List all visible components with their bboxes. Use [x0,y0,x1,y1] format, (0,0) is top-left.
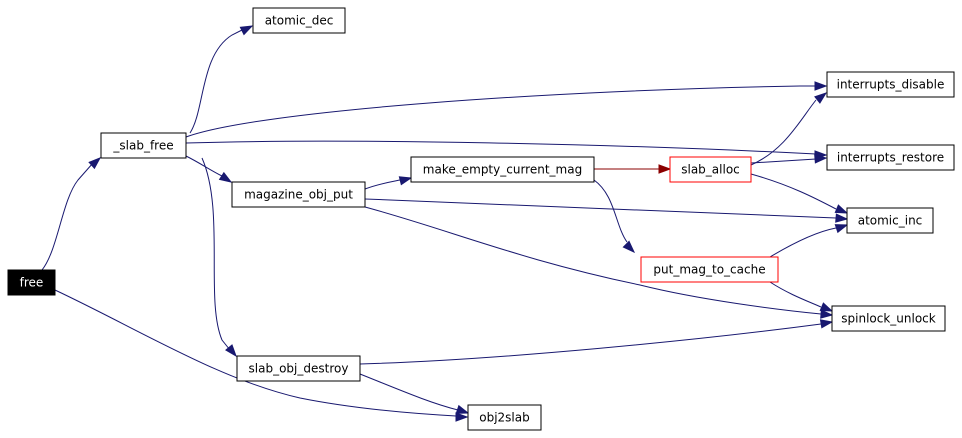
edge-slab_alloc-to-atomic_inc [750,173,849,214]
edge-slab_free-to-atomic_dec [189,25,254,134]
edge-slab_free-to-slab_obj_destroy [201,157,237,358]
node-box[interactable] [252,7,346,34]
node-box[interactable] [236,355,361,382]
edge-line [189,29,243,134]
node-label: obj2slab [479,411,529,425]
node-box[interactable] [831,305,946,332]
node-label: put_mag_to_cache [653,263,765,277]
edge-arrowhead [398,176,413,186]
node-label: atomic_inc [858,214,923,228]
edge-make_empty_current_mag-to-slab_alloc [594,164,672,174]
edge-arrowhead [455,404,470,414]
edge-slab_obj_destroy-to-obj2slab [359,373,470,414]
node-slab-alloc[interactable]: slab_alloc [669,156,752,183]
edge-line [769,281,822,308]
node-box[interactable] [7,269,56,296]
edge-arrowhead [218,171,233,183]
edge-make_empty_current_mag-to-put_mag_to_cache [593,179,636,254]
edge-line [750,173,837,210]
node-box[interactable] [826,144,955,171]
edge-line [185,85,816,138]
node-slab-obj-destroy[interactable]: slab_obj_destroy [236,355,361,382]
node-interrupts-restore[interactable]: interrupts_restore [826,144,955,171]
edge-arrowhead [658,164,672,174]
node-free[interactable]: free [7,269,56,296]
node-label: spinlock_unlock [841,312,936,326]
edge-line [364,206,822,315]
node-label: interrupts_disable [837,78,945,92]
edge-slab_free-to-interrupts_disable [185,81,828,138]
edge-line [359,323,822,365]
edge-put_mag_to_cache-to-spinlock_unlock [769,281,834,312]
node-label: magazine_obj_put [244,188,353,202]
edge-free-to-slab_free [41,157,102,271]
edge-line [593,179,628,243]
node-label: make_empty_current_mag [423,163,582,177]
node-label: atomic_dec [265,14,334,28]
edge-line [201,157,231,351]
edge-slab_alloc-to-interrupts_restore [750,154,828,164]
edge-arrowhead [834,204,849,214]
node-box[interactable] [826,71,955,98]
edge-arrowhead [225,344,237,358]
edge-slab_alloc-to-interrupts_disable [750,92,828,166]
node-slab-free[interactable]: _slab_free [100,132,187,159]
edge-slab_free-to-interrupts_restore [185,140,828,160]
node-label: slab_alloc [681,163,740,177]
node-label: slab_obj_destroy [249,362,349,376]
edge-arrowhead [819,319,834,329]
node-spinlock-unlock[interactable]: spinlock_unlock [831,305,946,332]
edge-line [41,162,94,271]
node-box[interactable] [410,156,595,183]
edge-line [364,179,401,190]
edge-arrowhead [814,92,828,104]
edge-line [185,155,223,177]
node-atomic-inc[interactable]: atomic_inc [846,207,934,234]
nodes-layer: free _slab_free atomic_dec magazine_obj_put… [7,7,955,431]
node-label: free [20,276,44,290]
edge-line [750,158,817,164]
edge-arrowhead [835,213,849,223]
edge-arrowhead [239,25,254,36]
edges-layer [41,25,849,422]
edge-arrowhead [814,81,828,91]
edge-line [185,140,817,155]
node-make-empty-current-mag[interactable]: make_empty_current_mag [410,156,595,183]
edge-put_mag_to_cache-to-atomic_inc [769,224,849,258]
node-label: _slab_free [112,139,173,153]
edge-arrowhead [814,154,828,164]
edge-arrowhead [834,224,849,234]
node-box[interactable] [669,156,752,183]
edge-line [769,227,837,258]
edge-arrowhead [819,302,834,312]
node-interrupts-disable[interactable]: interrupts_disable [826,71,955,98]
node-box[interactable] [640,256,779,283]
edge-arrowhead [455,412,469,422]
edge-line [54,289,457,417]
node-obj2slab[interactable]: obj2slab [467,404,542,431]
edge-magazine_obj_put-to-atomic_inc [364,198,849,223]
node-atomic-dec[interactable]: atomic_dec [252,7,346,34]
node-magazine-obj-put[interactable]: magazine_obj_put [231,181,366,208]
edge-line [359,373,459,411]
edge-line [364,198,837,219]
edge-magazine_obj_put-to-spinlock_unlock [364,206,834,319]
edge-line [750,99,817,166]
edge-magazine_obj_put-to-make_empty_current_mag [364,176,413,190]
node-put-mag-to-cache[interactable]: put_mag_to_cache [640,256,779,283]
node-box[interactable] [467,404,542,431]
edge-arrowhead [88,157,102,170]
node-box[interactable] [100,132,187,159]
edge-arrowhead [622,240,636,254]
node-label: interrupts_restore [837,151,944,165]
edge-free-to-obj2slab [54,289,469,422]
edge-arrowhead [820,309,834,319]
edge-slab_obj_destroy-to-spinlock_unlock [359,319,834,365]
node-box[interactable] [231,181,366,208]
node-box[interactable] [846,207,934,234]
